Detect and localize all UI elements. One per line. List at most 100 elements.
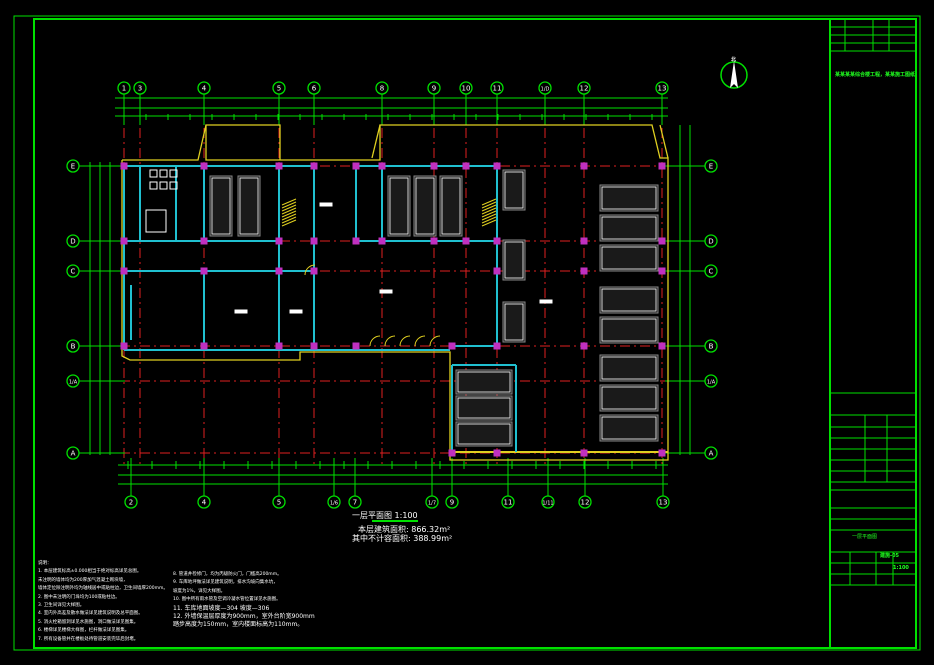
axis-right-D: D bbox=[704, 234, 718, 248]
axis-right-1/A: 1/A bbox=[704, 374, 718, 388]
axis-label: B bbox=[71, 343, 76, 351]
axis-bubble-circle bbox=[66, 159, 80, 173]
axis-bubble-circle bbox=[704, 339, 718, 353]
stair-tread bbox=[281, 219, 297, 227]
building-outline bbox=[659, 124, 669, 159]
area-total: 本层建筑面积: 866.32m² bbox=[358, 525, 451, 534]
axis-bubble-circle bbox=[66, 374, 80, 388]
note: 5. 消火栓箱留洞详见水施图，洞口做法详见图集。 bbox=[38, 619, 139, 625]
north-arrow-pointer-icon bbox=[730, 61, 738, 88]
stair-tread bbox=[481, 219, 497, 227]
axis-label: A bbox=[71, 450, 76, 458]
stair-tread bbox=[281, 213, 297, 221]
note: 4. 室内外高差及散水做法详见建筑说明及总平面图。 bbox=[38, 611, 143, 617]
axis-label: 8 bbox=[380, 85, 384, 93]
structural-column bbox=[462, 237, 470, 245]
parking-space bbox=[455, 421, 513, 447]
structural-column bbox=[658, 342, 666, 350]
structural-column bbox=[430, 162, 438, 170]
car-icon bbox=[239, 177, 259, 235]
axis-label: D bbox=[708, 238, 713, 246]
structural-column bbox=[448, 449, 456, 457]
structural-column bbox=[658, 449, 666, 457]
parking-space bbox=[387, 175, 411, 237]
title-block-scale: 1:100 bbox=[893, 565, 909, 571]
structural-column bbox=[378, 162, 386, 170]
parking-space bbox=[455, 369, 513, 395]
room-label-mark bbox=[539, 299, 553, 304]
toilet-fixture-icon bbox=[169, 181, 178, 190]
axis-right-C: C bbox=[704, 264, 718, 278]
axis-right-B: B bbox=[704, 339, 718, 353]
axis-label: 1/7 bbox=[428, 501, 436, 507]
car-icon bbox=[457, 371, 511, 393]
axis-label: 11 bbox=[504, 499, 513, 507]
axis-label: 1/D bbox=[541, 87, 550, 93]
door-swing-icon bbox=[429, 335, 441, 347]
axis-bubble-circle bbox=[501, 495, 515, 509]
axis-bubble-circle bbox=[117, 81, 131, 95]
axis-label: 12 bbox=[580, 85, 589, 93]
axis-top-10: 10 bbox=[459, 81, 473, 95]
axis-top-11: 11 bbox=[490, 81, 504, 95]
north-label: 北 bbox=[731, 57, 737, 63]
parking-space bbox=[599, 316, 659, 344]
car-icon bbox=[457, 397, 511, 419]
axis-label: E bbox=[71, 163, 75, 171]
structural-column bbox=[352, 162, 360, 170]
room-label-mark bbox=[379, 289, 393, 294]
structural-column bbox=[580, 267, 588, 275]
note: 10. 图中所有雨水管及空调冷凝水管位置详见水施图。 bbox=[173, 597, 281, 603]
structural-column bbox=[275, 267, 283, 275]
inner-frame bbox=[33, 18, 917, 649]
axis-top-9: 9 bbox=[427, 81, 441, 95]
axis-bubble-circle bbox=[578, 495, 592, 509]
axis-bubble-circle bbox=[459, 81, 473, 95]
structural-column bbox=[448, 342, 456, 350]
axis-label: 1 bbox=[122, 85, 126, 93]
axis-right-A: A bbox=[704, 446, 718, 460]
axis-label: B bbox=[709, 343, 714, 351]
axis-bubble-circle bbox=[348, 495, 362, 509]
structural-column bbox=[462, 162, 470, 170]
structural-column bbox=[430, 237, 438, 245]
car-icon bbox=[441, 177, 461, 235]
structural-column bbox=[493, 267, 501, 275]
note: 9. 车库地坪做法详见建筑说明，排水沟坡向集水坑， bbox=[173, 580, 278, 586]
axis-left-1/A: 1/A bbox=[66, 374, 80, 388]
axis-bottom-12: 12 bbox=[578, 495, 592, 509]
car-icon bbox=[601, 416, 657, 440]
axis-label: 13 bbox=[659, 499, 668, 507]
stair-tread bbox=[281, 198, 297, 206]
car-icon bbox=[601, 216, 657, 240]
axis-label: 13 bbox=[658, 85, 667, 93]
axis-bottom-7: 7 bbox=[348, 495, 362, 509]
notes-left: 说明： 1. 本层建筑标高±0.000相当于绝对标高详见总图。 未注明的墙体均为… bbox=[38, 560, 168, 644]
outer-frame bbox=[13, 15, 921, 651]
axis-bubble-circle bbox=[133, 81, 147, 95]
axis-bottom-13: 13 bbox=[656, 495, 670, 509]
axis-bubble-circle bbox=[704, 264, 718, 278]
axis-bubble-circle bbox=[375, 81, 389, 95]
toilet-fixture-icon bbox=[159, 169, 168, 178]
axis-label: 10 bbox=[462, 85, 471, 93]
plan-title: 一层平面图 1:100 bbox=[352, 511, 418, 520]
parking-space bbox=[599, 214, 659, 242]
note: 12. 外墙保温层厚度为900mm，室外台阶宽900mm bbox=[173, 613, 315, 621]
axis-bottom-1/6: 1/6 bbox=[327, 495, 341, 509]
area-excluded: 其中不计容面积: 388.99m² bbox=[352, 534, 453, 543]
stair-tread bbox=[281, 207, 297, 215]
structural-column bbox=[493, 342, 501, 350]
structural-column bbox=[200, 267, 208, 275]
axis-bubble-circle bbox=[272, 495, 286, 509]
axis-label: 2 bbox=[129, 499, 133, 507]
axis-label: 1/A bbox=[69, 380, 78, 386]
axis-label: 4 bbox=[202, 499, 207, 507]
door-swing-icon bbox=[369, 335, 381, 347]
structural-column bbox=[658, 162, 666, 170]
structural-column bbox=[120, 267, 128, 275]
door-swing-icon bbox=[414, 335, 426, 347]
structural-column bbox=[275, 342, 283, 350]
